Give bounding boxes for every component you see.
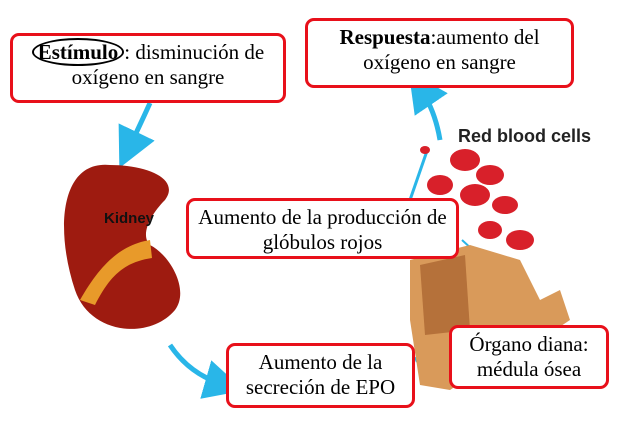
- kidney-label: Kidney: [104, 210, 155, 227]
- arrow-stimulus-to-kidney: [118, 101, 155, 169]
- stimulus-text: disminución de oxígeno en sangre: [71, 40, 265, 89]
- red-blood-cells: [420, 146, 534, 250]
- pointer-line: [408, 147, 430, 201]
- arrow-kidney-to-epo: [167, 343, 245, 399]
- epo-box: Aumento de la secreción de EPO: [226, 343, 415, 408]
- kidney-illustration: [64, 164, 181, 329]
- arrow-rbc-to-response: [408, 71, 448, 141]
- response-box: Respuesta:aumento del oxígeno en sangre: [305, 18, 574, 88]
- rbc-label: Red blood cells: [458, 126, 592, 146]
- target-organ-box: Órgano diana: médula ósea: [449, 325, 609, 389]
- response-text: aumento del oxígeno en sangre: [363, 25, 540, 74]
- stimulus-box: Estímulo: disminución de oxígeno en sang…: [10, 33, 286, 103]
- stimulus-label: Estímulo: [31, 38, 125, 66]
- production-box: Aumento de la producción de glóbulos roj…: [186, 198, 459, 259]
- response-label: Respuesta: [339, 25, 431, 49]
